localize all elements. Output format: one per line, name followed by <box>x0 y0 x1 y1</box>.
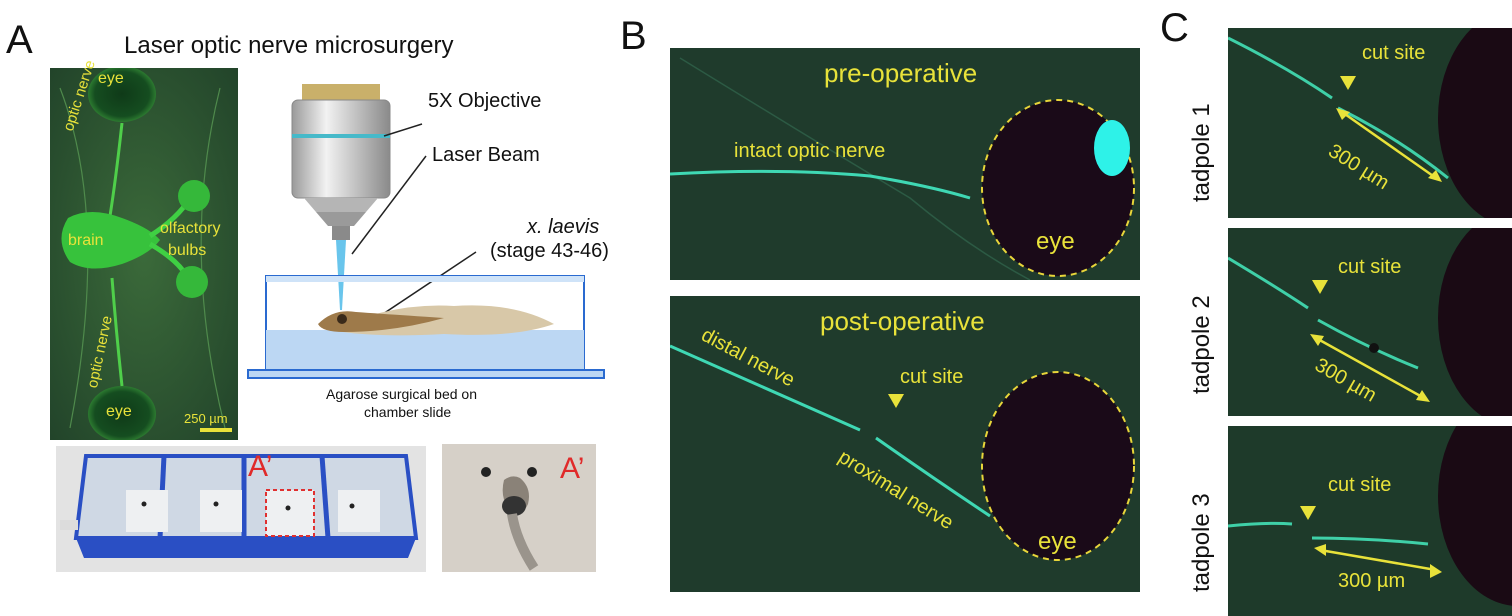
label-bed-line2: chamber slide <box>364 404 452 420</box>
microsurgery-diagram <box>244 76 644 386</box>
scale-bar-label: 250 µm <box>184 411 228 426</box>
panel-label-a: A <box>6 18 33 62</box>
tadpole-3-label: tadpole 3 <box>1188 493 1215 592</box>
label-bulbs: bulbs <box>168 242 207 259</box>
tadpole-2-cut-site: cut site <box>1338 256 1402 278</box>
tadpole-1-image <box>1228 28 1512 218</box>
pre-op-eye-label: eye <box>1036 228 1075 255</box>
label-intact-optic-nerve: intact optic nerve <box>734 140 886 162</box>
post-op-eye-label: eye <box>1038 528 1077 555</box>
tadpole-gfp-micrograph <box>50 68 238 440</box>
pre-operative-image <box>670 48 1140 280</box>
panel-label-b: B <box>620 14 647 58</box>
tadpole-3-cut-site: cut site <box>1328 474 1392 496</box>
chamber-slide-photo <box>56 446 426 572</box>
post-operative-image <box>670 296 1140 592</box>
label-objective: 5X Objective <box>428 90 542 112</box>
label-species: x. laevis <box>527 216 600 238</box>
tadpole-inset-photo <box>442 444 596 572</box>
label-bed-line1: Agarose surgical bed on <box>326 386 477 402</box>
scale-bar <box>200 428 232 432</box>
tadpole-1-label: tadpole 1 <box>1188 103 1215 202</box>
label-stage: (stage 43-46) <box>490 240 609 262</box>
label-laser-beam: Laser Beam <box>432 144 540 166</box>
tadpole-3-scale: 300 µm <box>1338 570 1406 592</box>
panel-a-title: Laser optic nerve microsurgery <box>124 32 454 59</box>
label-eye-top: eye <box>98 70 124 87</box>
tadpole-3-image <box>1228 426 1512 616</box>
tadpole-2-image <box>1228 228 1512 416</box>
inset-label-a-prime-2: A’ <box>560 452 585 485</box>
tadpole-2-label: tadpole 2 <box>1188 295 1215 394</box>
pre-op-title: pre-operative <box>824 58 978 88</box>
post-op-title: post-operative <box>820 306 985 336</box>
label-olfactory: olfactory <box>160 220 221 237</box>
tadpole-1-cut-site: cut site <box>1362 42 1426 64</box>
label-brain: brain <box>68 232 104 249</box>
panel-label-c: C <box>1160 6 1189 50</box>
label-eye-bottom: eye <box>106 403 132 420</box>
label-cut-site-post: cut site <box>900 366 964 388</box>
inset-label-a-prime-1: A’ <box>248 450 273 483</box>
